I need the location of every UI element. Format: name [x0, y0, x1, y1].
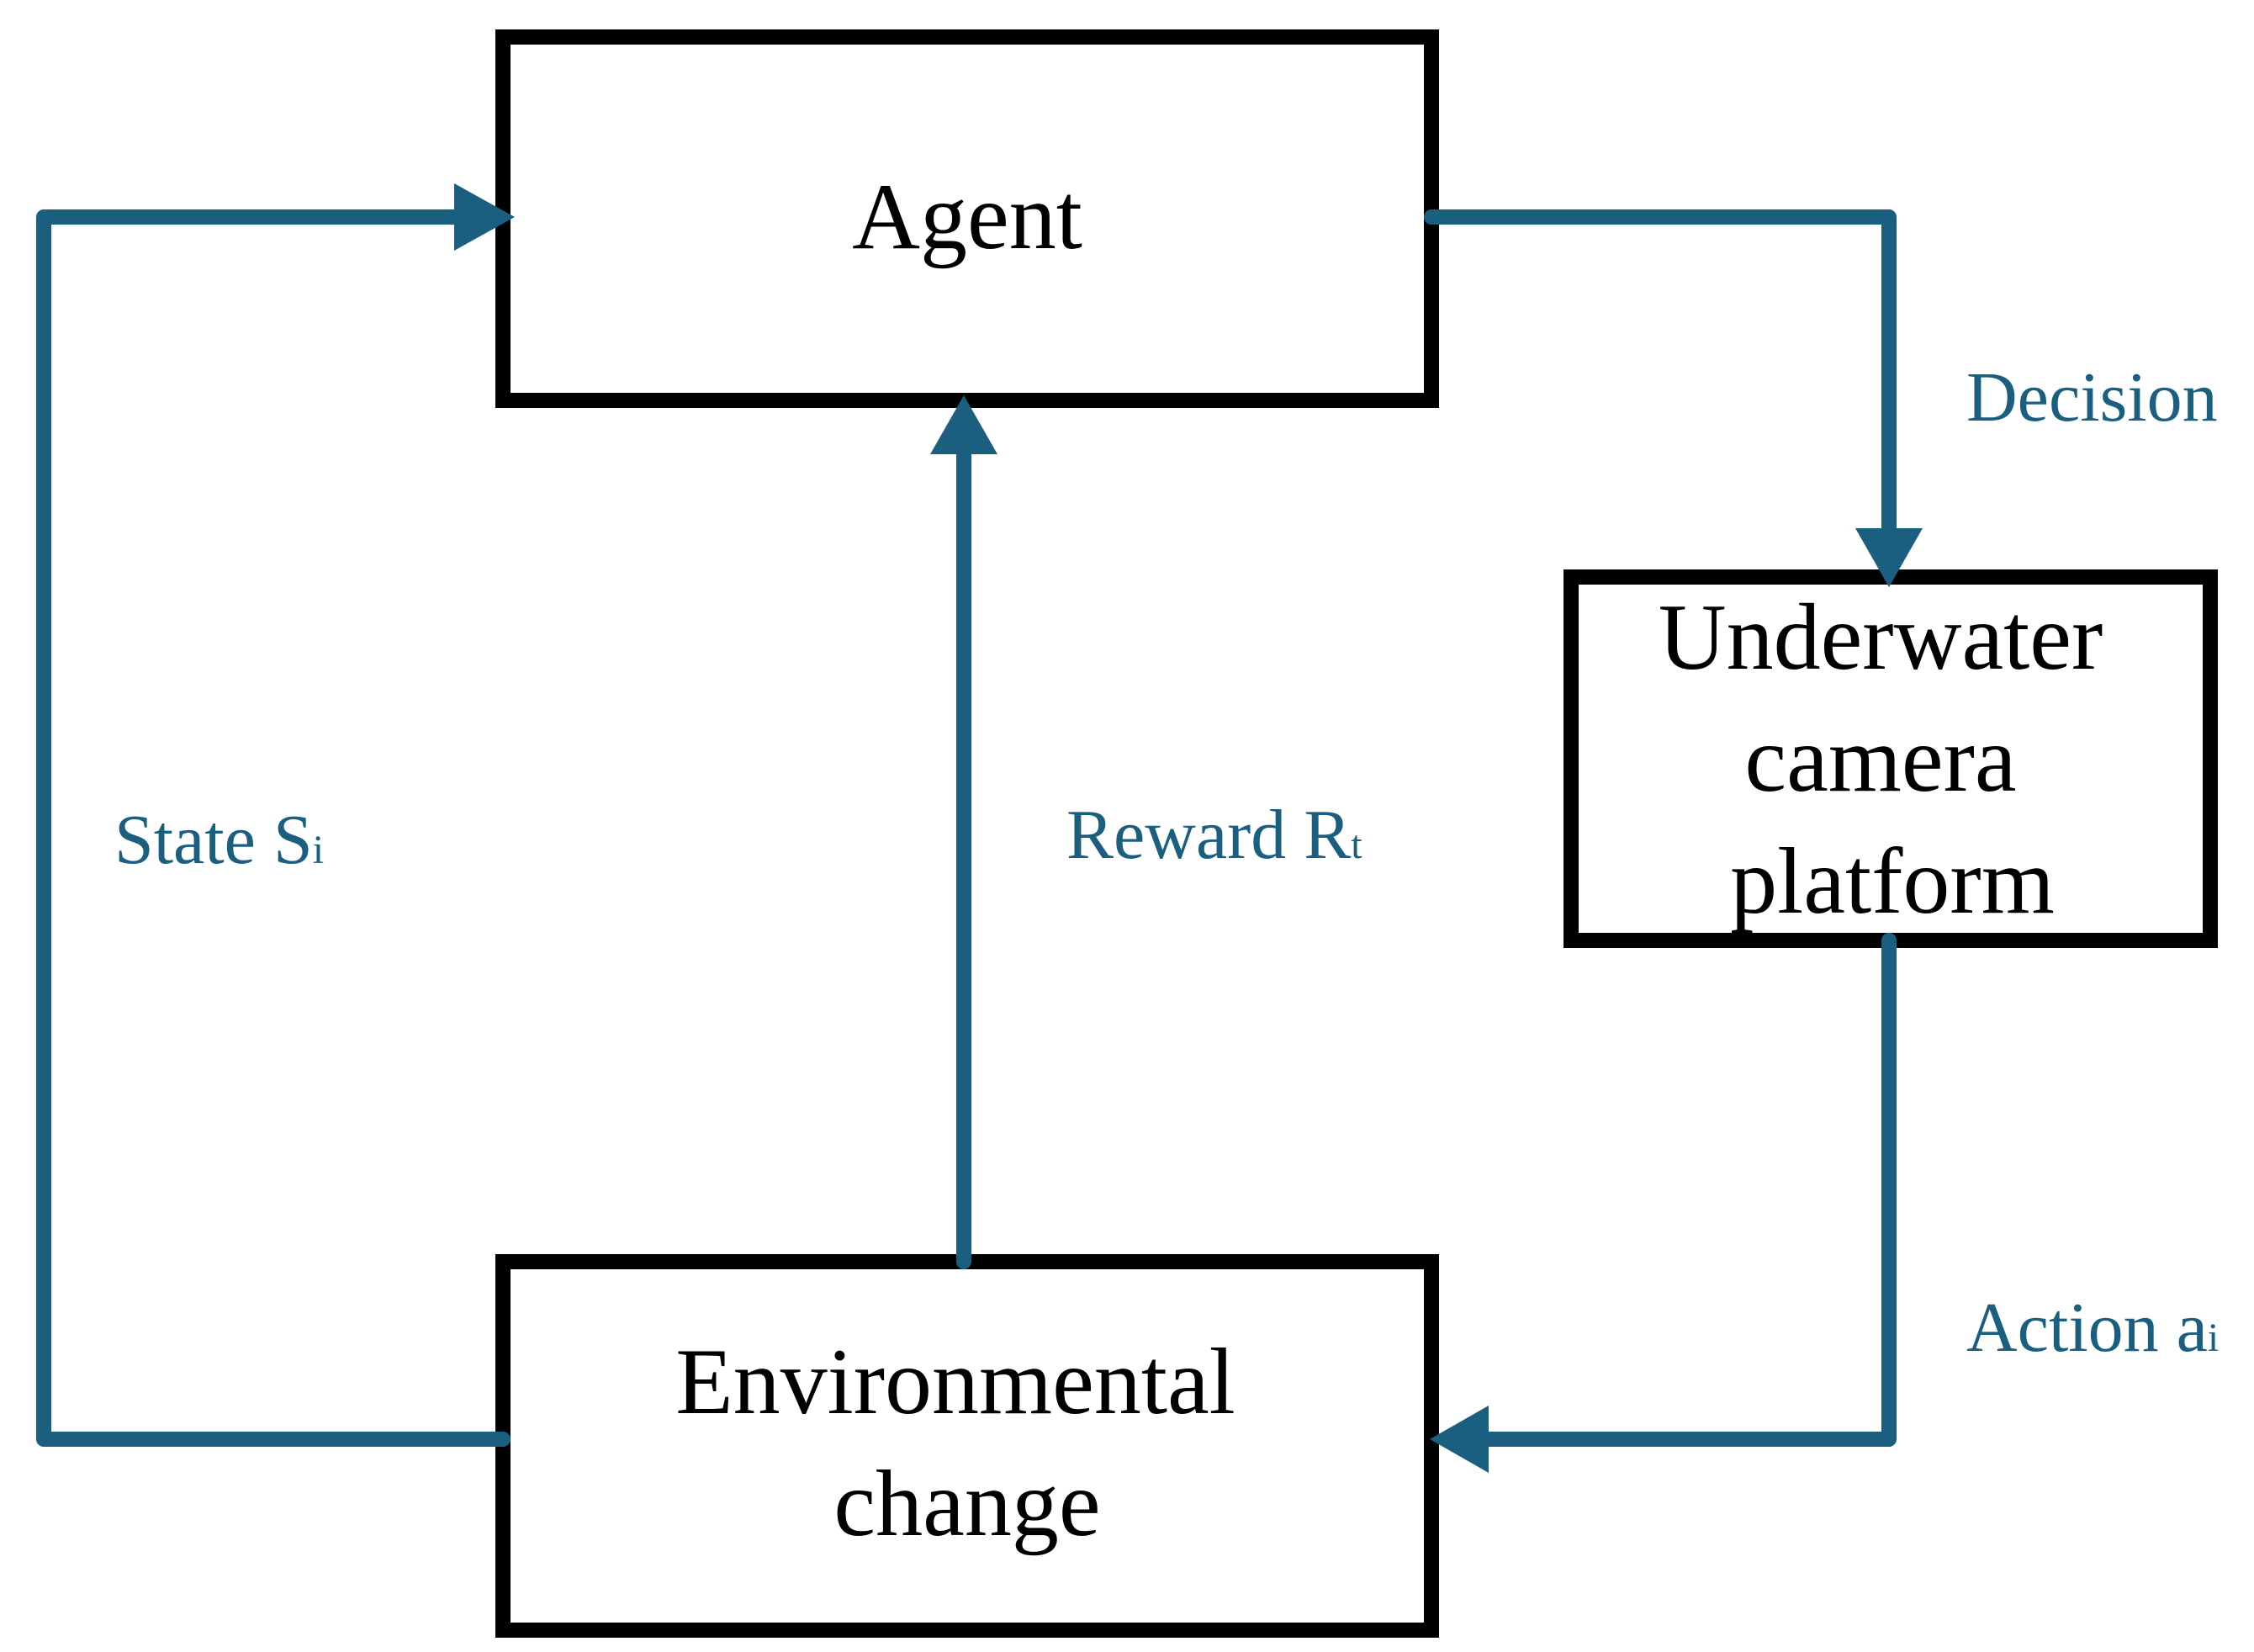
- state-arrowhead: [454, 183, 515, 251]
- state-label: State Si: [114, 801, 324, 879]
- environment-label-line2: change: [833, 1452, 1100, 1556]
- decision-arrow-line: [1424, 209, 1897, 536]
- state-label-subscript: i: [313, 828, 324, 872]
- action-arrow-line: [1473, 933, 1897, 1447]
- action-label-subscript: i: [2208, 1316, 2219, 1360]
- action-label: Action ai: [1966, 1289, 2219, 1367]
- environment-box: [495, 1254, 1439, 1638]
- decision-arrowhead: [1855, 528, 1923, 587]
- reward-label-subscript: t: [1351, 823, 1362, 867]
- environment-label: Environmental change: [675, 1330, 1259, 1556]
- camera-box: [1564, 569, 2218, 948]
- action-label-main: Action a: [1966, 1289, 2208, 1367]
- action-arrowhead: [1430, 1406, 1489, 1473]
- camera-label-line1: Underwater: [1659, 585, 2103, 690]
- agent-label: Agent: [852, 165, 1082, 269]
- reward-label: Reward Rt: [1066, 796, 1362, 874]
- camera-label: Underwater camera platform: [1659, 585, 2127, 934]
- camera-label-line2: camera: [1744, 707, 2016, 812]
- camera-label-line3: platform: [1730, 829, 2055, 934]
- decision-label: Decision: [1966, 358, 2218, 437]
- environment-label-line1: Environmental: [675, 1330, 1235, 1434]
- reward-label-main: Reward R: [1066, 796, 1351, 874]
- state-label-main: State S: [114, 801, 313, 879]
- state-arrow-line: [36, 209, 511, 1447]
- reward-arrowhead: [930, 395, 997, 454]
